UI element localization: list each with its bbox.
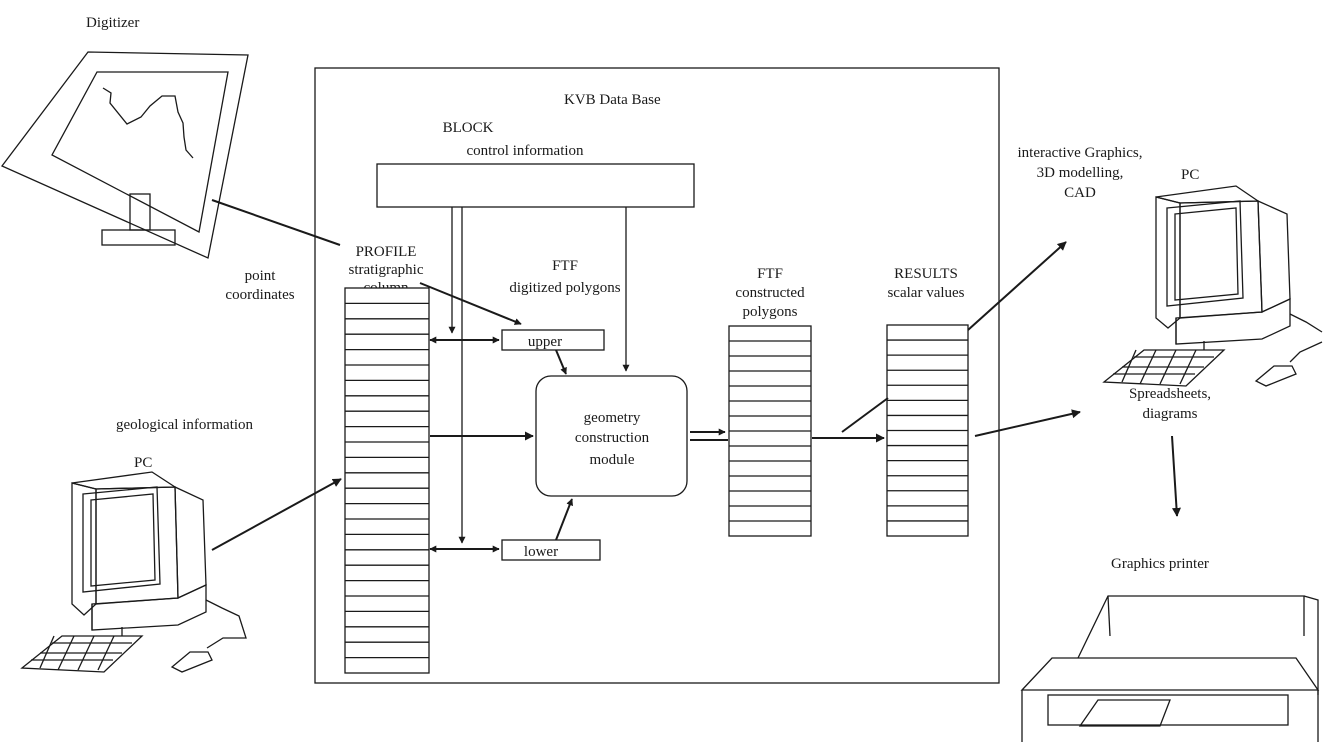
graphics-printer-icon [1020,595,1320,742]
lower-box [501,539,601,561]
digitizer-line [211,199,341,246]
cad-label: CAD [1064,185,1096,201]
results-subtitle: scalar values [887,285,964,301]
module-label-1: geometry [584,410,641,426]
interactive-graphics-label: interactive Graphics, [1018,145,1143,161]
results-title: RESULTS [894,266,958,282]
block-title: BLOCK [443,120,494,136]
pc-to-profile-arrow [211,478,342,551]
ftf-digitized-subtitle: digitized polygons [509,280,620,296]
pc-right-label: PC [1181,167,1199,183]
profile-title: PROFILE [356,244,417,260]
geological-information-label: geological information [116,417,254,433]
lower-label: lower [524,544,558,560]
modelling-label: 3D modelling, [1037,165,1124,181]
ftf-digitized-title: FTF [552,258,578,274]
upper-box [501,329,605,351]
point-coordinates-label-2: coordinates [225,287,294,303]
spreadsheets-to-printer-arrow [1171,435,1181,517]
ftf-constructed-subtitle-2: polygons [742,304,797,320]
profile-column-outline [344,287,430,674]
pc-left-label: PC [134,455,152,471]
spreadsheets-label: Spreadsheets, [1129,386,1211,402]
digitizer-icon [0,51,249,259]
upper-label: upper [528,334,562,350]
profile-subtitle: stratigraphic [349,262,424,278]
block-box [376,163,695,208]
graphics-printer-label: Graphics printer [1111,556,1209,572]
ftf-constructed-subtitle: constructed [735,285,805,301]
upper-to-module-arrow [555,349,567,375]
kvb-database-frame [314,67,1000,684]
geometry-construction-module [535,375,688,497]
lower-to-module-arrow [555,498,573,541]
diagrams-label: diagrams [1143,406,1198,422]
block-subtitle: control information [466,143,584,159]
ftf-constructed-column [728,325,812,537]
point-coordinates-arrow [419,282,522,325]
results-column [886,324,969,537]
results-to-graphics-arrow [967,241,1067,331]
point-coordinates-label: point [245,268,277,284]
results-to-spreadsheets-arrow [974,409,1081,437]
digitizer-label: Digitizer [86,15,139,31]
profile-column [344,287,430,674]
pc-right-computer-icon [1102,185,1323,387]
module-label-3: module [590,452,635,468]
kvb-database-label: KVB Data Base [564,92,661,108]
module-label-2: construction [575,430,650,446]
results-diagonal-line [841,397,889,433]
ftf-constructed-title: FTF [757,266,783,282]
pc-left-computer-icon [20,471,247,673]
